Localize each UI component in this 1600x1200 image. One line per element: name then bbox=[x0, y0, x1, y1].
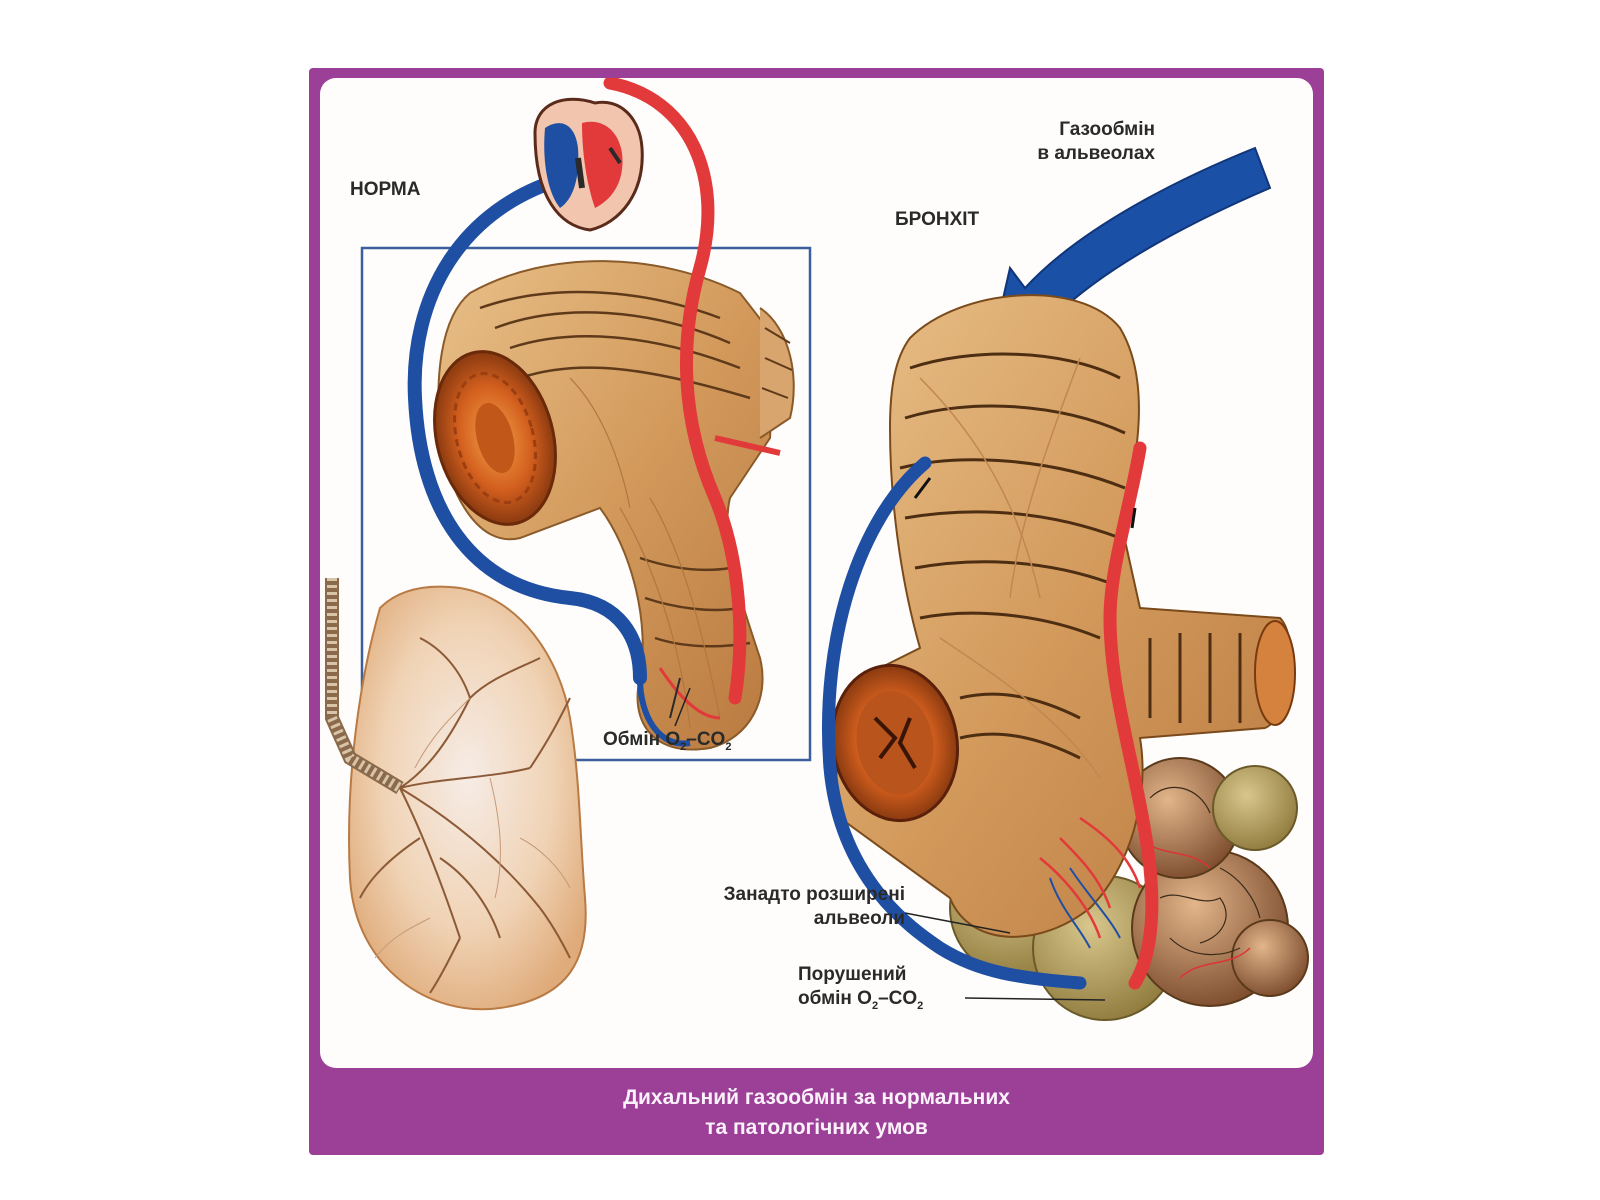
disturbed-sub1: 2 bbox=[871, 999, 879, 1012]
bronchitis-bronchus bbox=[830, 294, 1296, 938]
disturbed-prefix: обмін O bbox=[798, 988, 872, 1009]
exchange-prefix: Обмін O bbox=[603, 729, 681, 750]
label-gas-exchange-line2: в альвеолах bbox=[1037, 143, 1155, 164]
label-disturbed-line2: обмін O2–CO2 bbox=[798, 987, 923, 1018]
disturbed-mid: –CO bbox=[878, 988, 918, 1009]
heart-illustration bbox=[533, 97, 644, 232]
leader-exchange bbox=[674, 687, 691, 727]
caption-line1: Дихальний газообмін за нормальних bbox=[623, 1086, 1010, 1109]
label-enlarged-line1: Занадто розширені bbox=[723, 884, 905, 905]
exchange-mid: –CO bbox=[686, 729, 726, 750]
label-disturbed-exchange: Порушений обмін O2–CO2 bbox=[798, 963, 923, 1018]
exchange-sub1: 2 bbox=[680, 740, 687, 753]
bronchitis-blood-vessels bbox=[821, 441, 1159, 990]
disturbed-sub2: 2 bbox=[917, 999, 924, 1012]
gas-exchange-illustration bbox=[325, 78, 1309, 1021]
leader-enlarged bbox=[904, 912, 1011, 934]
lung-illustration bbox=[325, 578, 587, 1011]
diagram-panel: НОРМА БРОНХІТ Газообмін в альвеолах Обмі… bbox=[320, 78, 1313, 1068]
leader-disturbed bbox=[964, 997, 1106, 1001]
label-enlarged-line2: альвеоли bbox=[813, 908, 905, 929]
label-bronchitis: БРОНХІТ bbox=[895, 209, 980, 230]
label-exchange: Обмін O2–CO2 bbox=[603, 728, 731, 759]
diagram-caption: Дихальний газообмін за нормальних та пат… bbox=[309, 1075, 1324, 1155]
label-enlarged-alveoli: Занадто розширені альвеоли bbox=[655, 883, 905, 931]
caption-line2: та патологічних умов bbox=[705, 1116, 928, 1139]
label-norm: НОРМА bbox=[350, 179, 421, 200]
label-gas-exchange-line1: Газообмін bbox=[1059, 119, 1155, 140]
label-gas-exchange: Газообмін в альвеолах bbox=[960, 118, 1155, 166]
vein-blue bbox=[407, 171, 647, 685]
zoom-box bbox=[360, 246, 812, 762]
normal-blood-vessels bbox=[407, 78, 781, 747]
label-disturbed-line1: Порушений bbox=[798, 964, 907, 985]
artery-red bbox=[603, 78, 747, 705]
exchange-sub2: 2 bbox=[725, 740, 732, 753]
